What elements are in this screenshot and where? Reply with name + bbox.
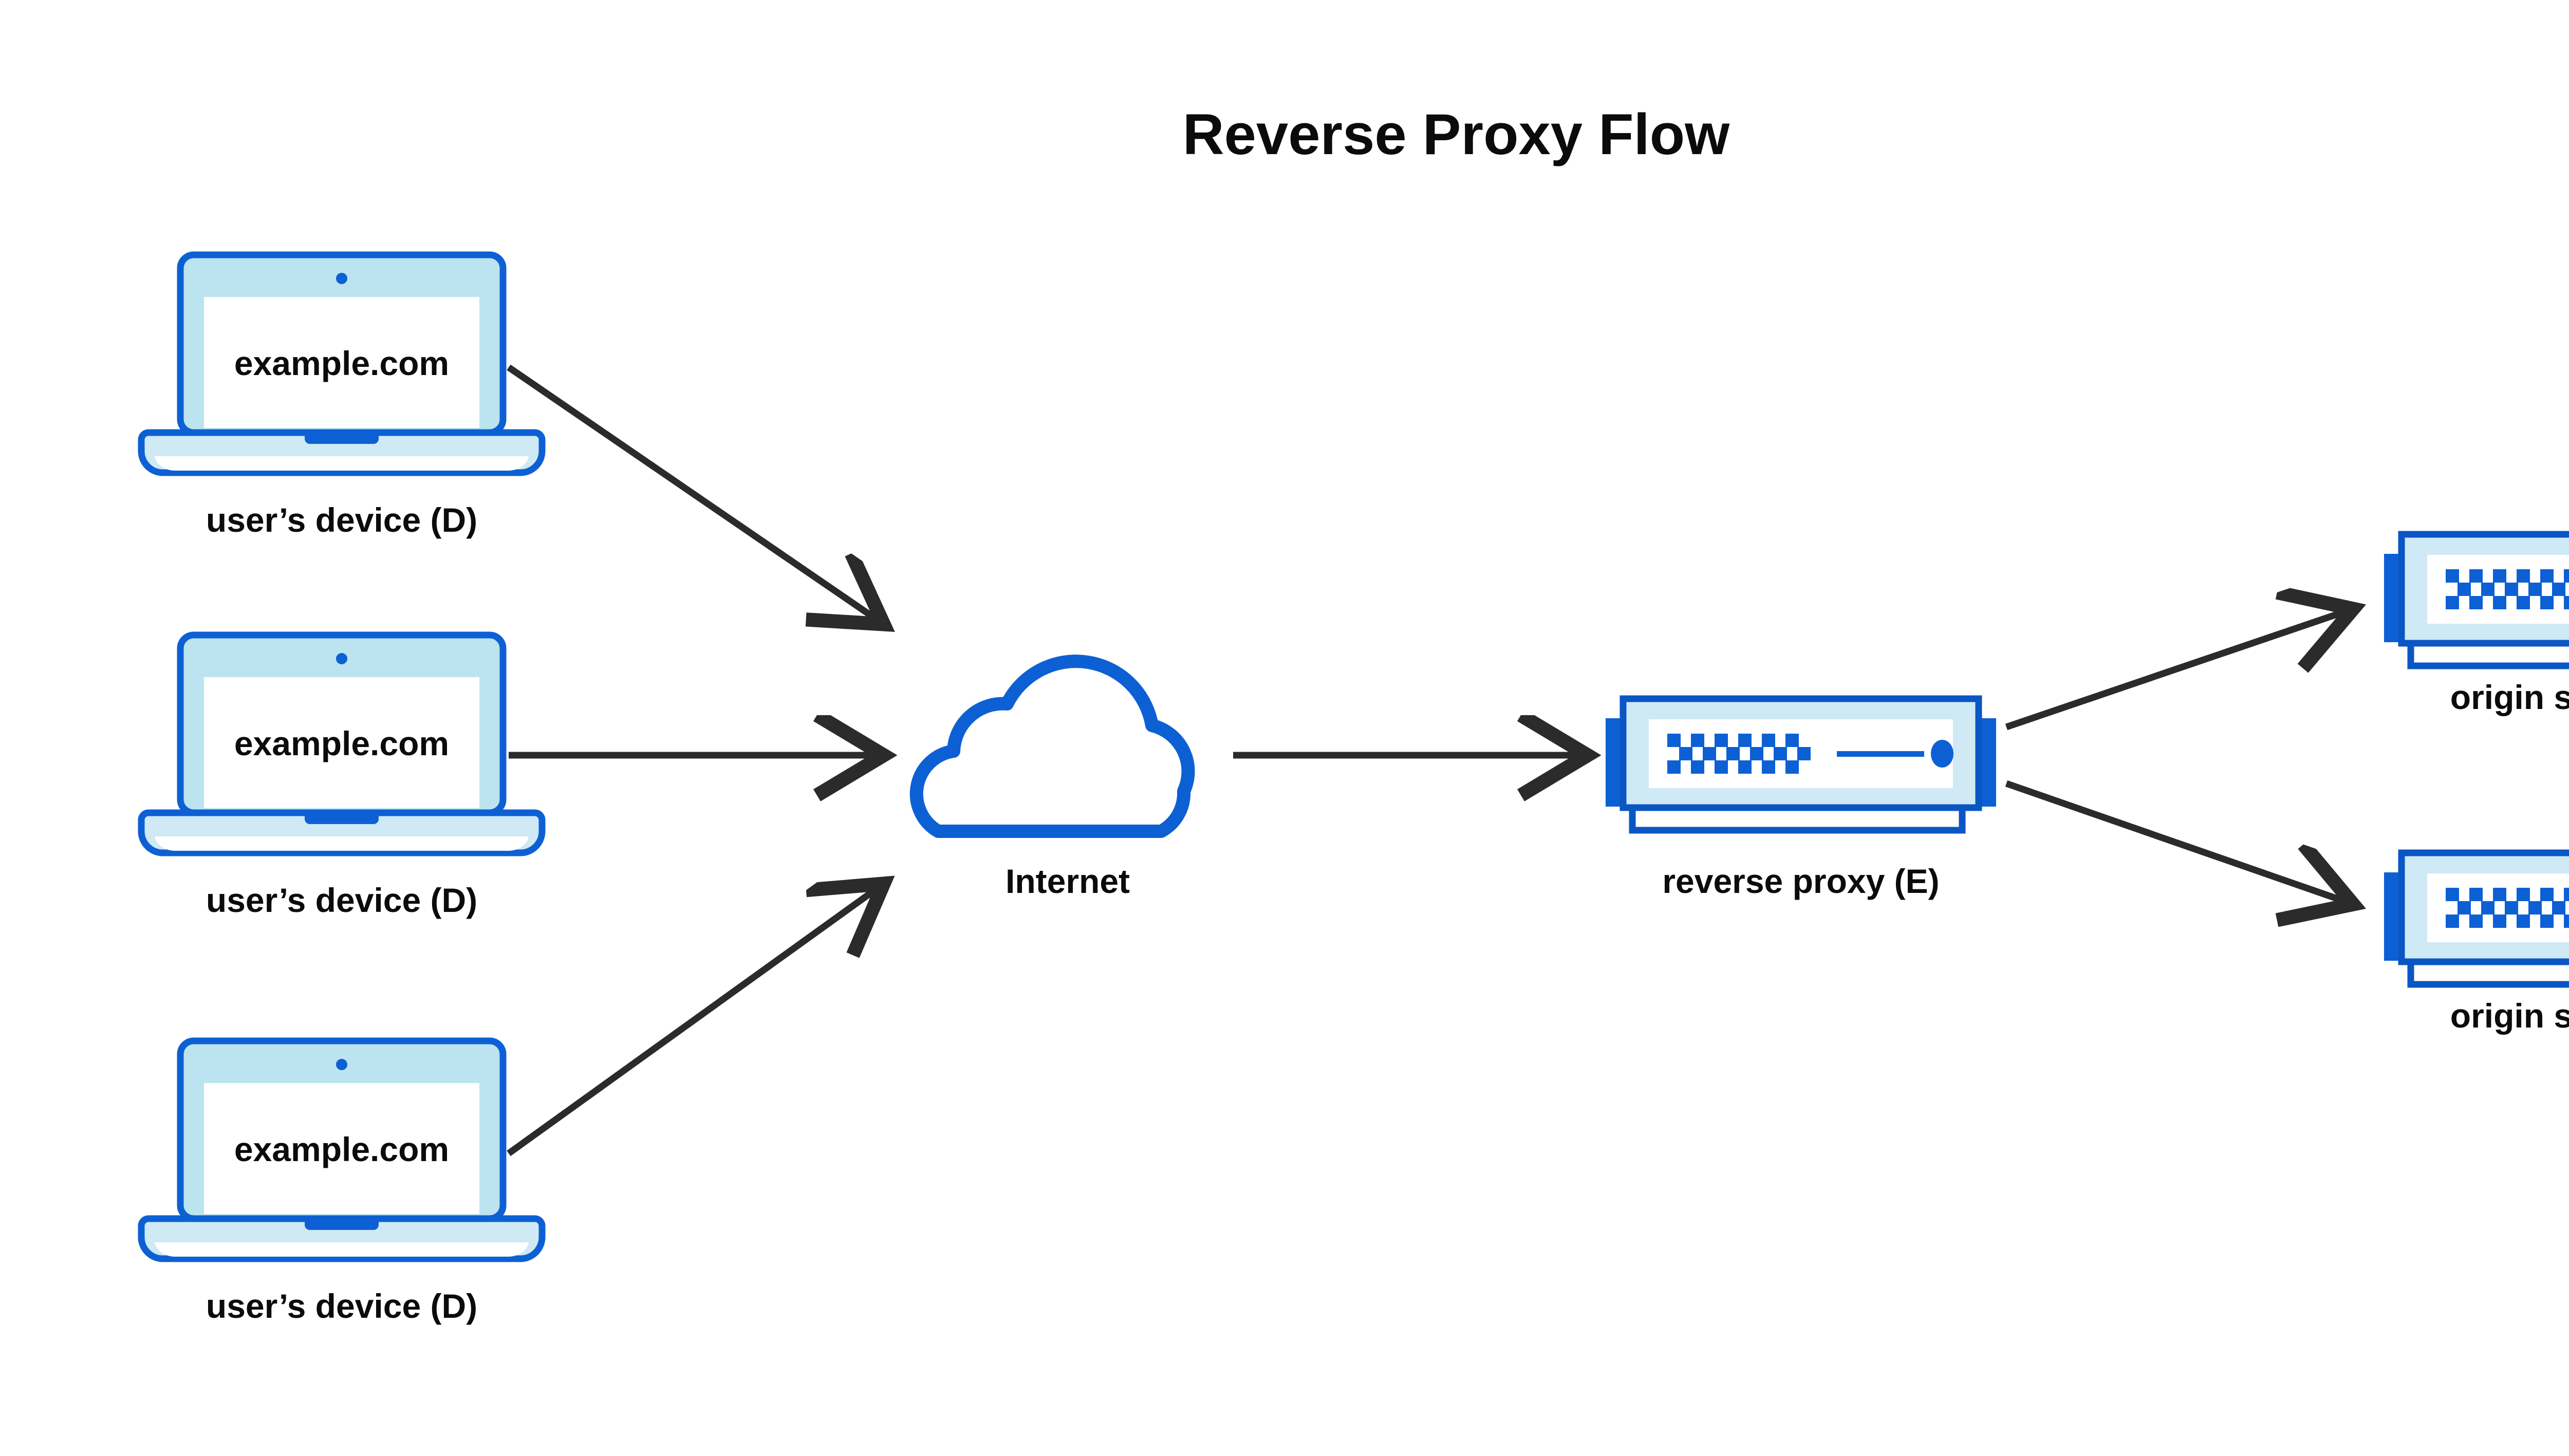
node-reverse-proxy[interactable]: reverse proxy (E) xyxy=(1606,699,1996,900)
node-internet-cloud[interactable]: Internet xyxy=(917,661,1188,900)
node-device-bottom[interactable]: example.com user’s device (D) xyxy=(141,1041,542,1325)
server-icon xyxy=(2384,853,2569,984)
node-origin-server-bottom[interactable]: origin server (F) xyxy=(2384,853,2569,1035)
node-device-top[interactable]: example.com user’s device (D) xyxy=(141,255,542,539)
arrow-reverse-proxy-to-origin-bottom xyxy=(2005,780,2353,904)
device-label: user’s device (D) xyxy=(206,881,477,919)
server-icon xyxy=(2384,534,2569,666)
reverse-proxy-label: reverse proxy (E) xyxy=(1662,862,1939,900)
device-screen-text: example.com xyxy=(234,1130,449,1168)
device-label: user’s device (D) xyxy=(206,501,477,539)
cloud-icon xyxy=(917,661,1188,831)
device-label: user’s device (D) xyxy=(206,1287,477,1325)
origin-server-label: origin server (F) xyxy=(2450,678,2569,716)
arrow-reverse-proxy-to-origin-top xyxy=(2005,609,2353,731)
arrow-device-bottom-to-internet xyxy=(507,884,884,1156)
node-origin-server-top[interactable]: origin server (F) xyxy=(2384,534,2569,716)
device-screen-text: example.com xyxy=(234,724,449,762)
internet-label: Internet xyxy=(1006,862,1130,900)
server-icon xyxy=(1606,699,1996,830)
page-title: Reverse Proxy Flow xyxy=(1183,102,1730,166)
arrow-device-top-to-internet xyxy=(507,364,884,624)
device-screen-text: example.com xyxy=(234,344,449,382)
origin-server-label: origin server (F) xyxy=(2450,997,2569,1035)
node-device-middle[interactable]: example.com user’s device (D) xyxy=(141,635,542,919)
